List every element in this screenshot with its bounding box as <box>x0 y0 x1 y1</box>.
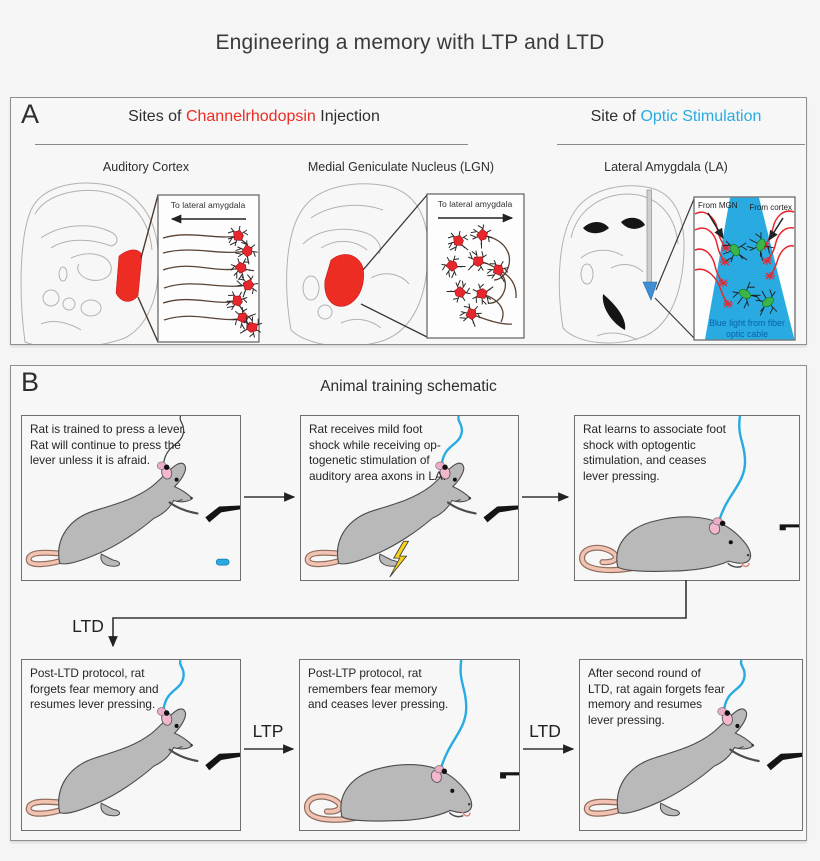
la-stimulation-site <box>642 281 658 301</box>
lever <box>205 752 240 771</box>
axons-to-left <box>162 234 249 321</box>
axon-terminals <box>717 241 776 309</box>
panel-a-label: A <box>21 99 40 129</box>
header-right-underline <box>557 144 805 145</box>
header-right-highlight: Optic Stimulation <box>640 108 762 125</box>
cortex-neurons <box>224 225 266 341</box>
rat-drawing-step-1 <box>22 416 240 580</box>
figure-title: Engineering a memory with LTP and LTD <box>215 31 605 54</box>
ltd-label-1: LTD <box>72 616 104 636</box>
training-step-5: Post-LTP protocol, rat remembers fear me… <box>299 659 520 831</box>
lever <box>779 524 799 531</box>
red-afferent-axons <box>694 210 795 303</box>
training-step-3: Rat learns to associate foot shock with … <box>574 415 800 581</box>
optic-fiber-cannula <box>646 189 652 283</box>
la-brain-drawing <box>558 185 685 344</box>
panel-a: A Sites of Channelrhodopsin Injection Si… <box>10 97 807 345</box>
zoom-lines-1 <box>137 194 159 343</box>
lever <box>205 505 240 523</box>
arrow-step3-to-step4-elbow <box>108 580 687 648</box>
lever <box>500 772 519 779</box>
la-brain-ventricles <box>583 217 645 330</box>
lever <box>766 752 802 771</box>
lever <box>483 505 518 523</box>
header-channelrhodopsin-injection: Sites of Channelrhodopsin Injection <box>29 108 479 126</box>
blue-light-caption-line2: optic cable <box>726 329 768 339</box>
auditory-cortex-inset: To lateral amygdala <box>157 194 266 343</box>
zoom-lines-3 <box>654 198 695 339</box>
step-1-text: Rat is trained to press a lever. Rat wil… <box>30 422 187 468</box>
header-left-highlight: Channelrhodopsin <box>185 108 316 125</box>
label-lateral-amygdala: Lateral Amygdala (LA) <box>604 160 728 174</box>
training-step-6: After second round of LTD, rat again for… <box>579 659 803 831</box>
step-3-text: Rat learns to associate foot shock with … <box>583 422 726 483</box>
blue-light-caption-line1: Blue light from fiber <box>709 318 785 328</box>
zoom-lines-2 <box>360 194 428 338</box>
panel-a-artwork: To lateral amygdala <box>20 182 796 344</box>
step-5-text: Post-LTP protocol, rat remembers fear me… <box>308 666 449 712</box>
header-optic-stimulation: Site of Optic Stimulation <box>546 108 806 126</box>
foot-shock-lightning-icon <box>389 540 410 578</box>
header-left-prefix: Sites of <box>128 108 186 125</box>
step-2-text: Rat receives mild foot shock while recei… <box>309 422 447 483</box>
header-right-prefix: Site of <box>590 108 641 125</box>
inset2-caption: To lateral amygdala <box>438 199 513 209</box>
panel-b-header: Animal training schematic <box>320 378 497 395</box>
blue-light-cone <box>705 197 795 340</box>
from-mgn-arrow <box>707 212 724 240</box>
la-inset: From MGN From cortex Blue light from fib… <box>693 196 796 341</box>
label-mgn: Medial Geniculate Nucleus (LGN) <box>307 160 495 174</box>
mgn-inset: To lateral amygdala <box>426 193 525 339</box>
training-step-2: Rat receives mild foot shock while recei… <box>300 415 519 581</box>
from-cortex-arrow <box>768 217 784 242</box>
from-cortex-label: From cortex <box>749 203 792 212</box>
training-step-4: Post-LTD protocol, rat forgets fear memo… <box>21 659 241 831</box>
mgn-brain-drawing <box>286 183 429 344</box>
mgn-neurons <box>437 220 512 329</box>
axons-looping-right <box>470 234 517 325</box>
panel-b-label: B <box>21 367 40 397</box>
step-6-text: After second round of LTD, rat again for… <box>588 666 725 727</box>
mgn-injection-site <box>324 254 364 307</box>
auditory-cortex-injection-site <box>115 249 143 302</box>
header-left-underline <box>35 144 468 145</box>
auditory-cortex-brain-drawing <box>20 182 159 344</box>
panel-b: B Animal training schematic Rat is train… <box>10 365 807 841</box>
water-port <box>215 558 230 566</box>
label-auditory-cortex: Auditory Cortex <box>102 160 190 174</box>
ltd-label-2: LTD <box>529 721 561 741</box>
ltp-label: LTP <box>252 721 284 741</box>
training-step-1: Rat is trained to press a lever. Rat wil… <box>21 415 241 581</box>
la-green-neurons <box>722 229 780 317</box>
header-left-suffix: Injection <box>315 108 380 125</box>
step-4-text: Post-LTD protocol, rat forgets fear memo… <box>30 666 159 712</box>
inset1-caption: To lateral amygdala <box>171 200 246 210</box>
rat-drawing-step-2 <box>301 416 518 578</box>
from-mgn-label: From MGN <box>698 201 738 210</box>
